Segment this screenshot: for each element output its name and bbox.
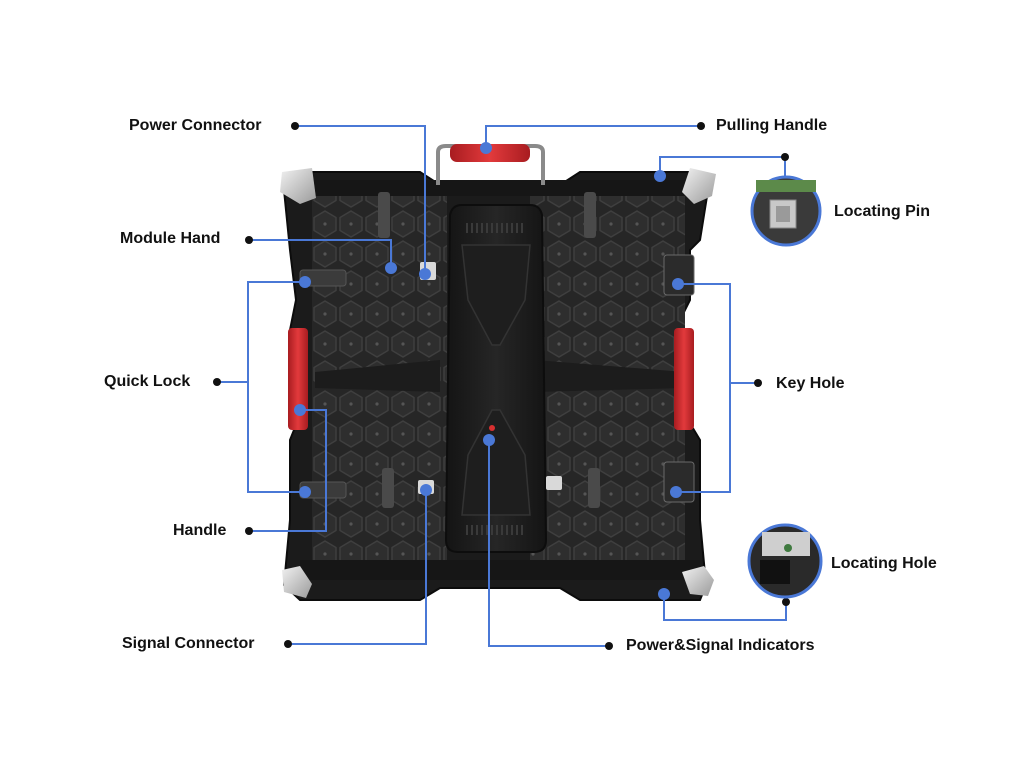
side-handle-right — [674, 328, 694, 430]
quick-lock-upper-left — [299, 269, 347, 287]
dot-locating-hole — [782, 598, 790, 606]
corner-top-right — [682, 168, 716, 204]
module-hand-top-right — [584, 192, 596, 238]
dot-signal-connector — [284, 640, 292, 648]
dot-power-connector — [291, 122, 299, 130]
pulling-handle-grip — [450, 144, 530, 162]
side-handle-left — [288, 328, 308, 430]
marker-quick-lock-upper — [299, 276, 311, 288]
marker-module-hand — [385, 262, 397, 274]
locating-hole-zoom — [747, 523, 823, 599]
label-pulling-handle: Pulling Handle — [716, 117, 828, 134]
leader-indicators — [488, 440, 609, 647]
leader-key-hole — [676, 283, 758, 493]
corner-bottom-left — [282, 566, 312, 598]
dot-locating-pin — [781, 153, 789, 161]
leader-signal-connector — [288, 490, 427, 645]
bottom-rail — [300, 560, 700, 580]
marker-quick-lock-lower — [299, 486, 311, 498]
leader-power-connector — [295, 125, 426, 274]
leader-pulling-handle — [485, 125, 701, 148]
label-key-hole: Key Hole — [776, 375, 845, 392]
label-signal-connector: Signal Connector — [122, 635, 255, 652]
marker-locating-hole — [658, 588, 670, 600]
power-box-upper-x — [461, 244, 531, 346]
marker-indicators — [483, 434, 495, 446]
leader-handle — [249, 409, 327, 532]
led-cabinet — [280, 144, 716, 601]
label-handle: Handle — [173, 522, 227, 539]
marker-locating-pin — [654, 170, 666, 182]
dot-quick-lock — [213, 378, 221, 386]
marker-key-hole-lower — [670, 486, 682, 498]
marker-power-connector — [419, 268, 431, 280]
leader-locating-pin — [659, 156, 786, 178]
label-power-signal-indicators: Power&Signal Indicators — [626, 637, 815, 654]
marker-pulling-handle — [480, 142, 492, 154]
dot-pulling-handle — [697, 122, 705, 130]
signal-connector-part-right — [546, 476, 562, 490]
marker-handle — [294, 404, 306, 416]
leader-quick-lock — [217, 281, 305, 493]
indicator-led — [489, 425, 495, 431]
module-hand-top-left — [378, 192, 390, 238]
module-hand-bottom-right — [588, 468, 600, 508]
label-power-connector: Power Connector — [129, 117, 262, 134]
leader-module-hand — [249, 239, 392, 268]
cross-bar-left — [315, 360, 440, 392]
label-quick-lock: Quick Lock — [104, 373, 191, 390]
corner-bottom-right — [682, 566, 714, 596]
power-box-lower-x — [461, 409, 531, 516]
dot-handle — [245, 527, 253, 535]
dot-module-hand — [245, 236, 253, 244]
dot-indicators — [605, 642, 613, 650]
dot-key-hole — [754, 379, 762, 387]
module-hand-bottom-left — [382, 468, 394, 508]
corner-top-left — [280, 168, 316, 204]
locating-pin-zoom — [750, 175, 822, 247]
top-rail — [300, 180, 700, 196]
label-dots — [213, 122, 790, 650]
marker-signal-connector — [420, 484, 432, 496]
label-locating-pin: Locating Pin — [834, 203, 930, 220]
leader-locating-hole — [663, 594, 787, 621]
marker-key-hole-upper — [672, 278, 684, 290]
leader-lines — [217, 125, 787, 647]
label-module-hand: Module Hand — [120, 230, 221, 247]
part-markers — [294, 142, 684, 600]
label-locating-hole: Locating Hole — [831, 555, 937, 572]
cross-bar-right — [535, 360, 684, 392]
